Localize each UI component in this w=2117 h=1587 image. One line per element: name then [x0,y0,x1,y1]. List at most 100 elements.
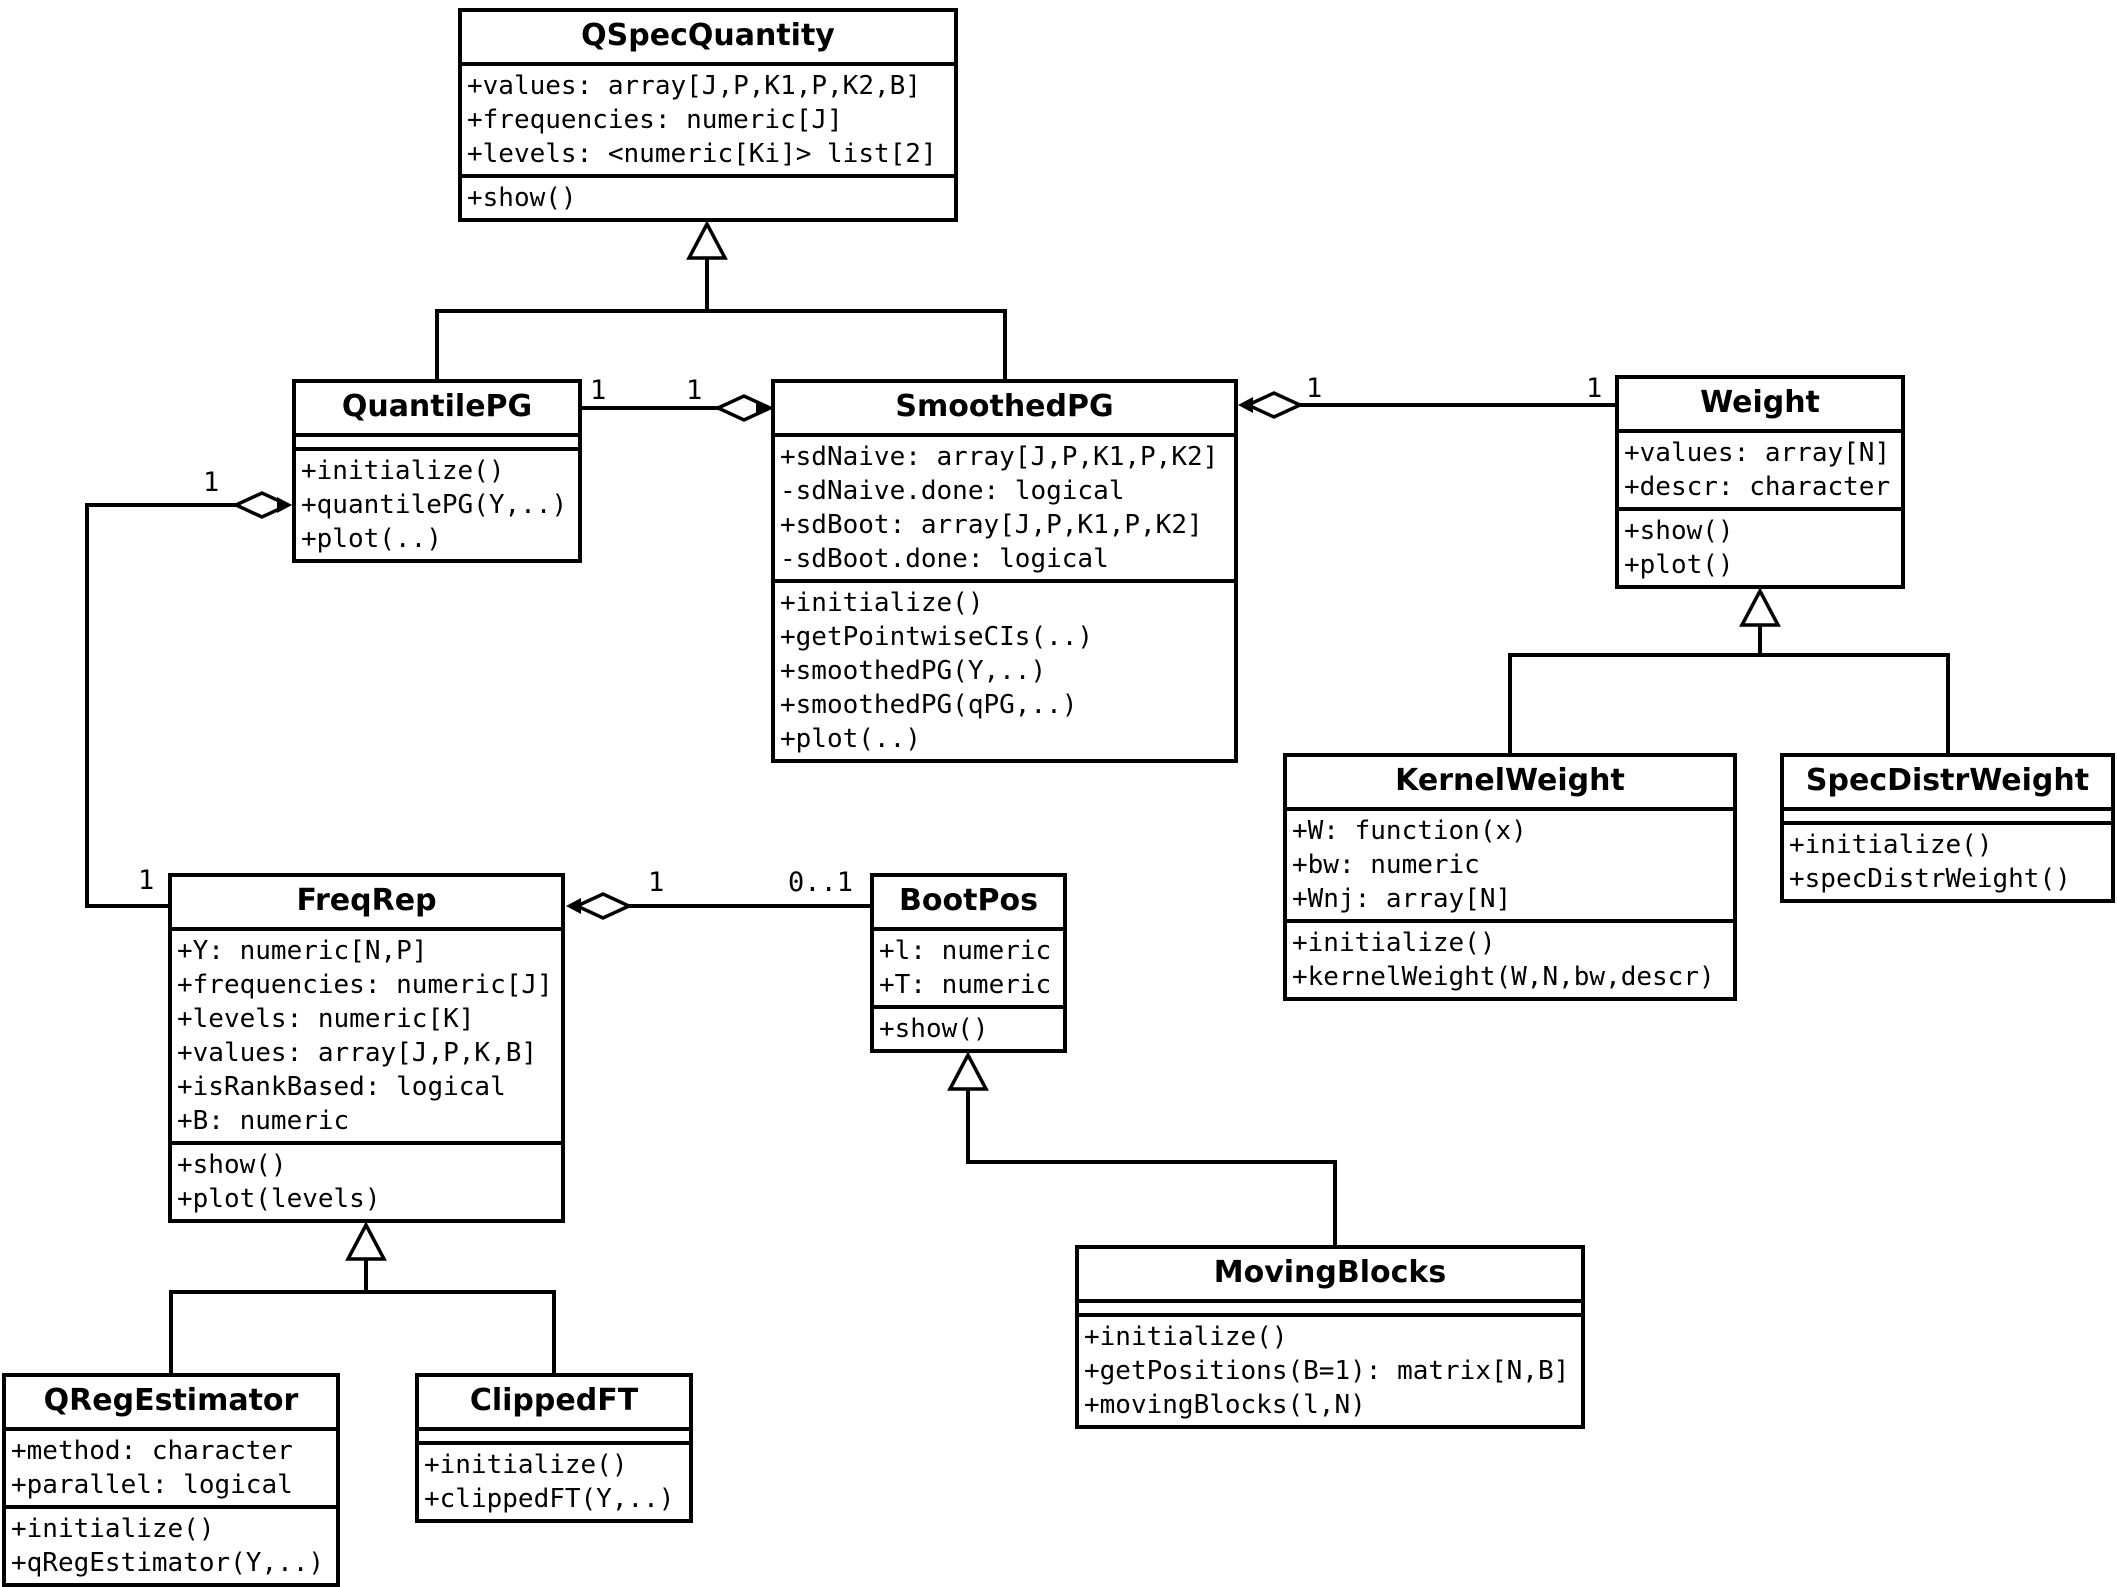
attribute: +sdBoot: array[J,P,K1,P,K2] [780,510,1203,540]
attribute: +bw: numeric [1292,850,1480,880]
methods-compartment: +initialize() +kernelWeight(W,N,bw,descr… [1287,923,1733,997]
generalization-to-qspecquantity [435,220,1007,379]
multiplicity-label: 0..1 [788,867,854,898]
attributes-compartment [296,437,578,451]
method: +show() [1624,516,1734,546]
class-clippedft: ClippedFT +initialize() +clippedFT(Y,..) [415,1373,693,1523]
class-movingblocks: MovingBlocks +initialize() +getPositions… [1075,1245,1585,1429]
class-title: SmoothedPG [775,383,1234,437]
method: +getPointwiseCIs(..) [780,622,1094,652]
method: +initialize() [1789,830,1993,860]
attribute: +B: numeric [177,1106,350,1136]
attribute: +values: array[J,P,K,B] [177,1038,538,1068]
attribute: +levels: numeric[K] [177,1004,475,1034]
aggregation-diamond-icon [572,892,634,920]
method: +plot(levels) [177,1184,381,1214]
method: +show() [879,1014,989,1044]
inheritance-triangle-icon [345,1221,387,1261]
attribute: +l: numeric [879,936,1052,966]
method: +movingBlocks(l,N) [1084,1390,1366,1420]
arrowhead-icon [756,400,771,416]
generalization-to-weight [1508,587,1950,753]
multiplicity-label: 1 [590,375,607,406]
method: +plot(..) [301,524,442,554]
attribute: +isRankBased: logical [177,1072,506,1102]
method: +plot() [1624,550,1734,580]
class-title: QRegEstimator [6,1377,336,1431]
attributes-compartment: +sdNaive: array[J,P,K1,P,K2] -sdNaive.do… [775,437,1234,583]
method: +initialize() [1292,928,1496,958]
methods-compartment: +initialize() +getPointwiseCIs(..) +smoo… [775,583,1234,759]
attribute: +Y: numeric[N,P] [177,936,428,966]
class-title: ClippedFT [419,1377,689,1431]
inheritance-triangle-icon [686,220,728,260]
attribute: +levels: <numeric[Ki]> list[2] [467,139,937,169]
attribute: +values: array[N] [1624,438,1891,468]
inheritance-triangle-icon [1739,587,1781,627]
methods-compartment: +show() [462,178,954,218]
arrowhead-icon [277,497,292,513]
multiplicity-label: 1 [138,865,155,896]
method: +initialize() [1084,1322,1288,1352]
aggregation-diamond-icon [1243,391,1305,419]
attribute: +Wnj: array[N] [1292,884,1512,914]
class-title: MovingBlocks [1079,1249,1581,1303]
method: +smoothedPG(qPG,..) [780,690,1078,720]
method: +show() [467,183,577,213]
attribute: +values: array[J,P,K1,P,K2,B] [467,71,921,101]
attribute: +sdNaive: array[J,P,K1,P,K2] [780,442,1219,472]
method: +plot(..) [780,724,921,754]
class-smoothedpg: SmoothedPG +sdNaive: array[J,P,K1,P,K2] … [771,379,1238,763]
class-title: BootPos [874,877,1063,931]
attribute: +parallel: logical [11,1470,293,1500]
methods-compartment: +initialize() +getPositions(B=1): matrix… [1079,1317,1581,1425]
class-quantilepg: QuantilePG +initialize() +quantilePG(Y,.… [292,379,582,563]
method: +specDistrWeight() [1789,864,2071,894]
method: +initialize() [424,1450,628,1480]
multiplicity-label: 1 [203,467,220,498]
multiplicity-label: 1 [1586,373,1603,404]
method: +kernelWeight(W,N,bw,descr) [1292,962,1715,992]
arrowhead-icon [566,898,581,914]
methods-compartment: +initialize() +quantilePG(Y,..) +plot(..… [296,451,578,559]
aggregation-freqrep-bootpos [566,892,870,920]
attributes-compartment: +Y: numeric[N,P] +frequencies: numeric[J… [172,931,561,1145]
inheritance-triangle-icon [947,1051,989,1091]
attributes-compartment [1079,1303,1581,1317]
class-title: SpecDistrWeight [1784,757,2111,811]
class-title: KernelWeight [1287,757,1733,811]
aggregation-quantilepg-freqrep [85,491,293,908]
generalization-to-bootpos [947,1051,1337,1245]
methods-compartment: +initialize() +specDistrWeight() [1784,825,2111,899]
class-title: QuantilePG [296,383,578,437]
method: +initialize() [301,456,505,486]
generalization-to-freqrep [169,1221,556,1373]
class-freqrep: FreqRep +Y: numeric[N,P] +frequencies: n… [168,873,565,1223]
method: +clippedFT(Y,..) [424,1484,675,1514]
arrowhead-icon [1238,397,1253,413]
class-specdistrweight: SpecDistrWeight +initialize() +specDistr… [1780,753,2115,903]
aggregation-smoothedpg-weight [1238,391,1615,419]
method: +show() [177,1150,287,1180]
class-bootpos: BootPos +l: numeric +T: numeric +show() [870,873,1067,1053]
method: +smoothedPG(Y,..) [780,656,1047,686]
attribute: +frequencies: numeric[J] [467,105,843,135]
attribute: +T: numeric [879,970,1052,1000]
method: +initialize() [11,1514,215,1544]
attribute: +W: function(x) [1292,816,1527,846]
methods-compartment: +initialize() +clippedFT(Y,..) [419,1445,689,1519]
attributes-compartment [419,1431,689,1445]
class-title: Weight [1619,379,1901,433]
method: +initialize() [780,588,984,618]
multiplicity-label: 1 [648,867,665,898]
aggregation-quantilepg-smoothedpg [582,394,775,422]
methods-compartment: +show() +plot() [1619,511,1901,585]
attribute: -sdBoot.done: logical [780,544,1109,574]
methods-compartment: +show() [874,1009,1063,1049]
class-kernelweight: KernelWeight +W: function(x) +bw: numeri… [1283,753,1737,1001]
attributes-compartment [1784,811,2111,825]
class-qregestimator: QRegEstimator +method: character +parall… [2,1373,340,1587]
attributes-compartment: +values: array[N] +descr: character [1619,433,1901,511]
